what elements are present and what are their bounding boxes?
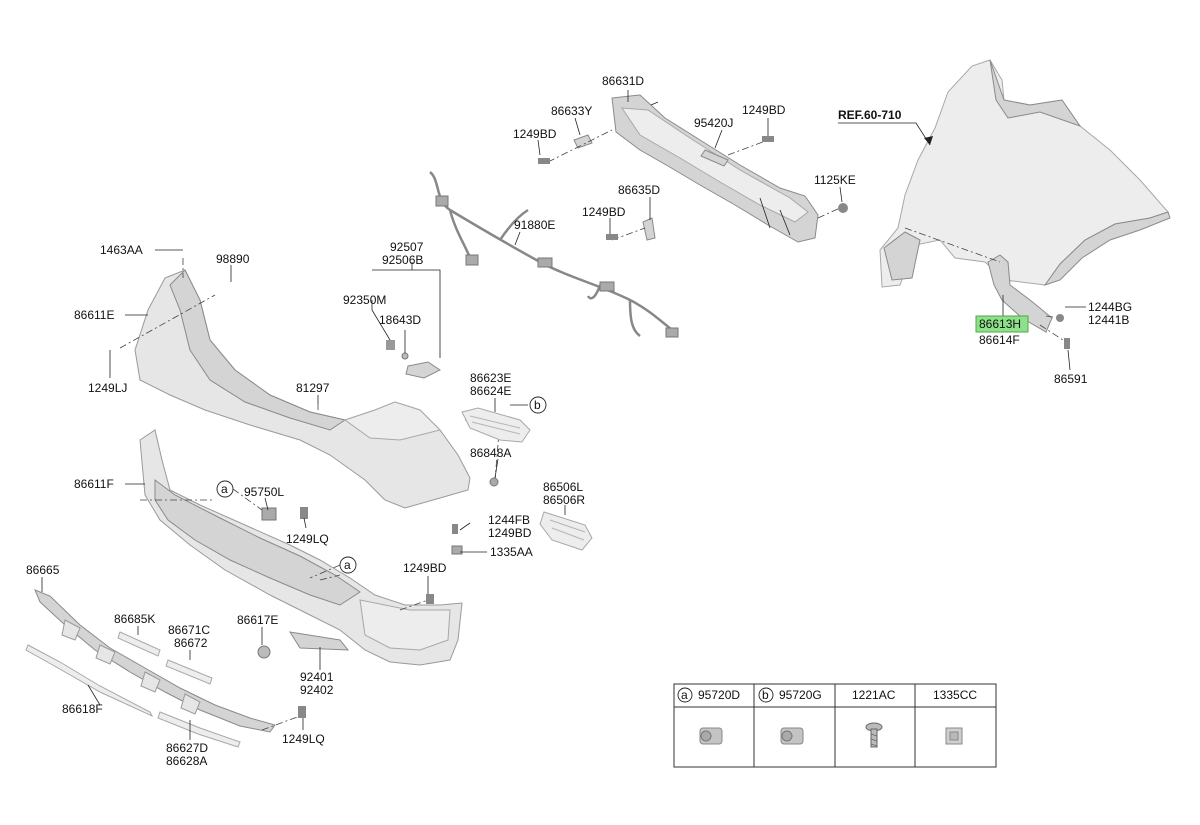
callout-labels: 86631D 86633Y 1249BD 95420J 1249BD 86635… [26,74,1132,768]
clip-nut-icon [945,727,963,745]
callout-86611F: 86611F [74,477,114,491]
callout-1249BD-d: 1249BD [488,526,532,540]
marker-a-upper: a [221,482,228,496]
marker-a-lower: a [344,558,351,572]
callout-86665: 86665 [26,563,60,577]
parking-sensor-icon [780,727,804,745]
highlight-86613H [975,315,1029,333]
upper-bumper-drawing [119,258,501,509]
callout-12441B: 12441B [1088,313,1129,327]
callout-86685K: 86685K [114,612,155,626]
parking-sensor-icon [699,727,723,745]
legend-code-95720D: 95720D [698,688,740,702]
callout-86848A: 86848A [470,446,511,460]
ref-label-group: REF.60-710 [838,108,933,146]
callout-1463AA: 1463AA [100,243,143,257]
diffuser-drawing [25,589,306,748]
callout-86591: 86591 [1054,372,1088,386]
callout-95750L: 95750L [244,485,284,499]
callout-1249BD-e: 1249BD [403,561,447,575]
callout-86633Y: 86633Y [551,104,592,118]
callout-1335AA: 1335AA [490,545,533,559]
ref-label: REF.60-710 [838,108,902,122]
callout-92350M: 92350M [343,293,386,307]
callout-91880E: 91880E [514,218,555,232]
callout-1249LJ: 1249LJ [88,381,127,395]
callout-1244BG: 1244BG [1088,300,1132,314]
legend-table: a 95720D b 95720G 1221AC 1335CC [673,683,997,768]
callout-1249BD-a: 1249BD [513,127,557,141]
garnish-drawing [461,407,531,443]
callout-1249LQ-b: 1249LQ [282,732,325,746]
screw-icon [865,722,883,748]
callout-86506R: 86506R [543,493,585,507]
callout-81297: 81297 [296,381,330,395]
callout-86672: 86672 [174,636,208,650]
callout-95420J: 95420J [694,116,733,130]
legend-code-1221AC: 1221AC [852,688,896,702]
callout-1125KE: 1125KE [814,173,856,187]
rear-beam-drawing [538,94,848,243]
side-bracket-drawing [904,227,1070,349]
legend-marker-b: b [762,688,769,702]
callout-1249BD-c: 1249BD [582,205,626,219]
legend-code-95720G: 95720G [779,688,822,702]
legend-marker-a: a [681,688,688,702]
callout-98890: 98890 [216,252,250,266]
callout-86618F: 86618F [62,702,103,716]
marker-b: b [534,398,541,412]
wire-harness-drawing [429,171,679,338]
callout-86617E: 86617E [237,613,278,627]
callout-86671C: 86671C [168,623,210,637]
callout-86631D: 86631D [602,74,644,88]
callout-1249LQ-a: 1249LQ [286,532,329,546]
callout-86614F: 86614F [979,333,1020,347]
callout-86627D: 86627D [166,741,208,755]
callout-86635D: 86635D [618,183,660,197]
callout-92507: 92507 [390,240,424,254]
callout-86611E: 86611E [74,308,114,322]
callout-92401: 92401 [300,670,334,684]
callout-18643D: 18643D [379,313,421,327]
callout-86624E: 86624E [470,384,511,398]
callout-92402: 92402 [300,683,334,697]
callout-1244FB: 1244FB [488,513,530,527]
callout-86506L: 86506L [543,480,583,494]
callout-86613H: 86613H [979,317,1021,331]
callout-92506B: 92506B [382,253,423,267]
callout-1249BD-b: 1249BD [742,103,786,117]
callout-86628A: 86628A [166,754,207,768]
quarter-panel-drawing [879,59,1171,288]
lower-bumper-drawing [139,429,499,666]
reflector-drawing [539,511,593,551]
licence-lamp-drawing [371,262,441,379]
diagram-markers: a a b [216,396,547,579]
callout-86623E: 86623E [470,371,511,385]
legend-code-1335CC: 1335CC [933,688,977,702]
